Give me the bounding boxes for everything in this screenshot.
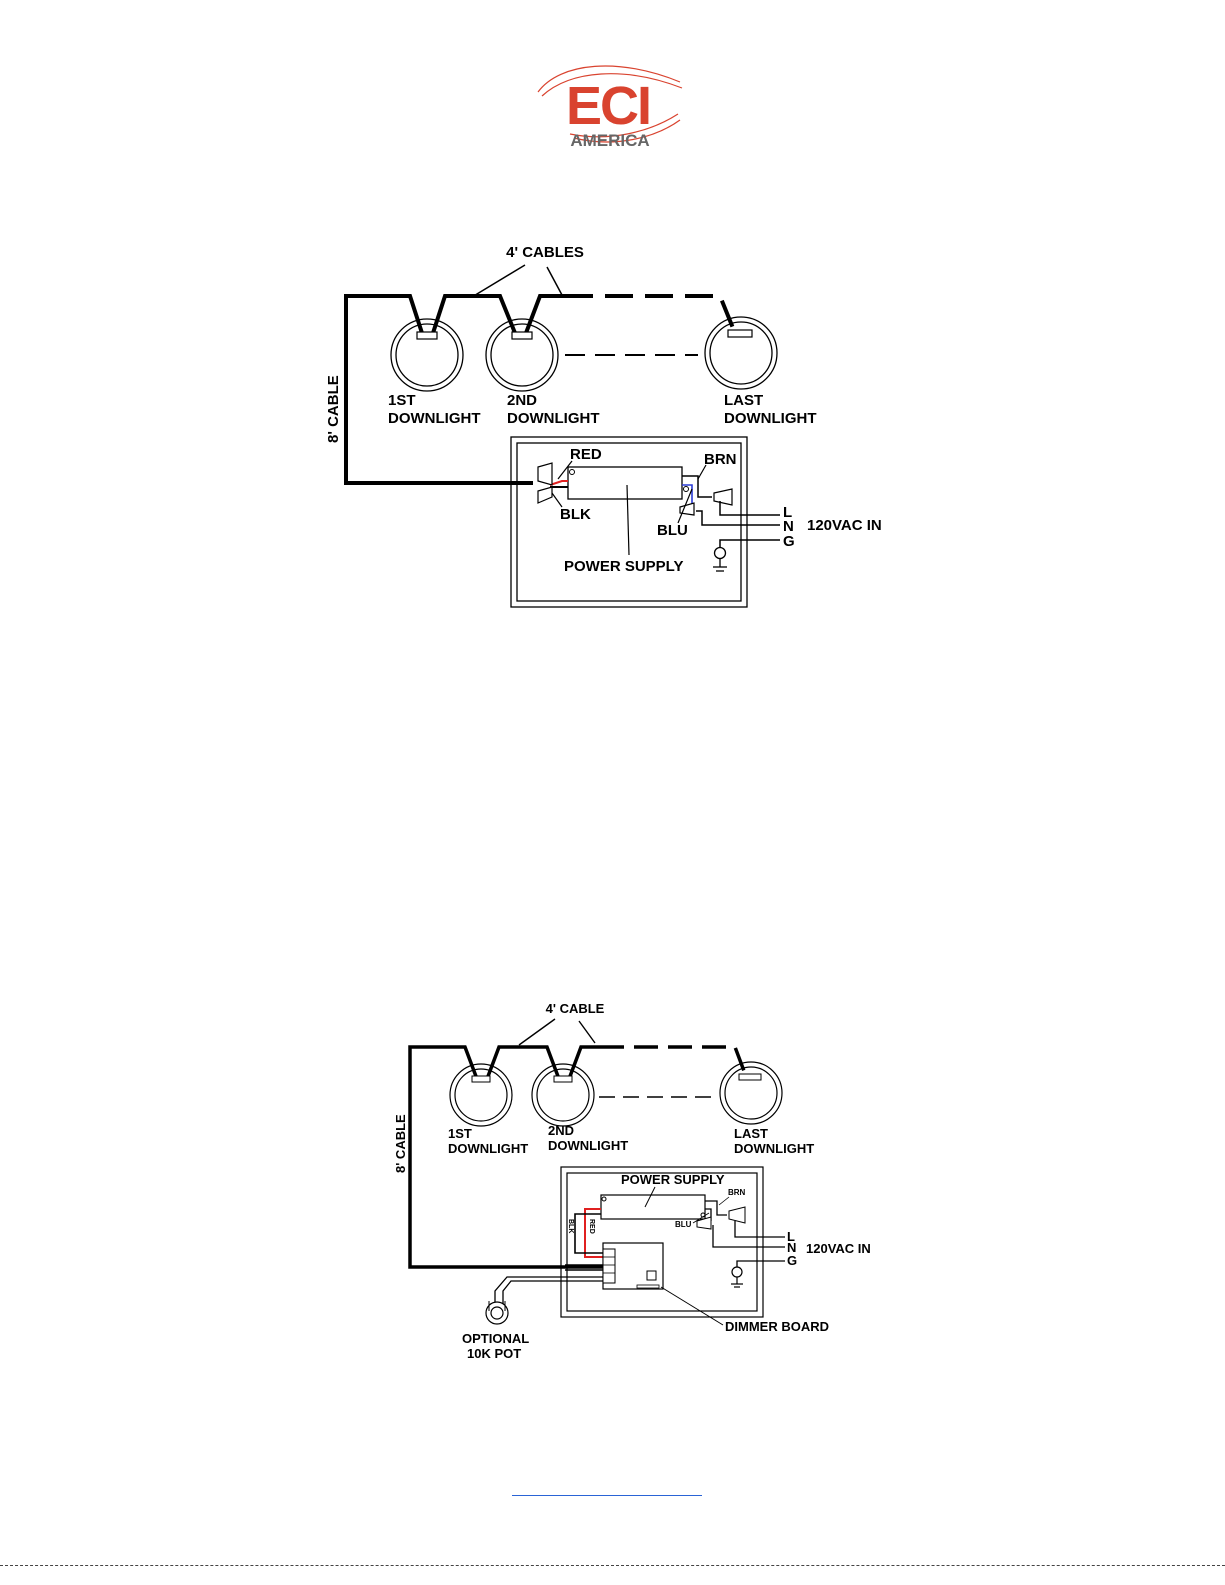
line-g xyxy=(737,1261,785,1267)
downlight-1 xyxy=(450,1064,512,1126)
cable-label: 4' CABLE xyxy=(546,1001,605,1016)
ground-symbol xyxy=(731,1267,743,1287)
terminal-g: G xyxy=(787,1253,797,1268)
line-n xyxy=(696,511,780,525)
pot-cable xyxy=(495,1277,603,1307)
footer-link-underline xyxy=(512,1495,702,1496)
downlight-last-label-1: LAST xyxy=(724,392,763,409)
downlight-1-label-1: 1ST xyxy=(448,1126,472,1141)
main-cable-label: 8' CABLE xyxy=(393,1114,408,1173)
cable-leader-1 xyxy=(519,1019,555,1045)
brn-leader xyxy=(698,465,706,479)
wiring-diagram-standard: 4' CABLES 1ST DOWNLIGHT 2ND DOWNLIGHT LA… xyxy=(300,235,900,620)
wire-nut-l xyxy=(729,1207,745,1223)
blu-label: BLU xyxy=(675,1220,692,1229)
brn-wire xyxy=(705,1201,727,1215)
footer-link[interactable] xyxy=(512,1480,702,1496)
power-supply-box xyxy=(601,1195,705,1219)
dimmer-board-leader xyxy=(661,1287,723,1325)
downlight-2-label-2: DOWNLIGHT xyxy=(548,1138,628,1153)
cables-leader-1 xyxy=(472,265,525,297)
blk-leader xyxy=(552,493,562,507)
downlight-1-label-2: DOWNLIGHT xyxy=(388,410,480,427)
downlight-2-label-1: 2ND xyxy=(548,1123,574,1138)
eci-america-logo: ECI AMERICA xyxy=(530,62,690,157)
line-n xyxy=(713,1225,785,1247)
logo-brand: ECI xyxy=(566,76,650,136)
brn-label: BRN xyxy=(728,1188,746,1197)
red-label: RED xyxy=(588,1219,595,1234)
wire-nut-l xyxy=(714,489,732,505)
downlight-2 xyxy=(532,1064,594,1126)
downlight-2-label-1: 2ND xyxy=(507,392,537,409)
main-cable-label: 8' CABLE xyxy=(325,375,342,443)
blu-label: BLU xyxy=(657,522,688,539)
brn-leader xyxy=(719,1197,729,1205)
wire-nut-bottom xyxy=(538,487,552,503)
red-wire xyxy=(550,481,568,485)
dimmer-terminal-block xyxy=(603,1249,615,1283)
blk-label: BLK xyxy=(567,1219,574,1233)
cable-2-last xyxy=(569,1047,600,1079)
downlight-last xyxy=(720,1062,782,1124)
wiring-diagram-dimmable: 4' CABLE 1ST DOWNLIGHT 2ND DOWNLIGHT LAS… xyxy=(375,995,895,1370)
dimmer-knob xyxy=(647,1271,656,1280)
downlight-1 xyxy=(391,319,463,391)
cable-leader-2 xyxy=(579,1021,595,1043)
brn-label: BRN xyxy=(704,451,737,468)
downlight-last-label-1: LAST xyxy=(734,1126,768,1141)
downlight-1-label-1: 1ST xyxy=(388,392,416,409)
pot-label-2: 10K POT xyxy=(467,1346,521,1361)
downlight-2-label-2: DOWNLIGHT xyxy=(507,410,599,427)
dimmer-pad xyxy=(637,1285,659,1288)
downlight-2 xyxy=(486,319,558,391)
page-bottom-rule xyxy=(0,1565,1225,1566)
cable-dashed xyxy=(565,296,735,333)
input-label: 120VAC IN xyxy=(806,1241,871,1256)
downlight-last-label-2: DOWNLIGHT xyxy=(734,1141,814,1156)
wire-nut-top xyxy=(538,463,552,485)
main-cable xyxy=(346,296,533,483)
blk-label: BLK xyxy=(560,506,591,523)
line-g xyxy=(720,540,780,547)
downlight-last-label-2: DOWNLIGHT xyxy=(724,410,816,427)
cable-1-2 xyxy=(433,296,515,333)
downlight-1-label-2: DOWNLIGHT xyxy=(448,1141,528,1156)
line-l xyxy=(735,1221,785,1237)
downlight-last xyxy=(705,317,777,389)
main-cable xyxy=(410,1047,603,1267)
red-label: RED xyxy=(570,446,602,463)
power-supply-label: POWER SUPPLY xyxy=(564,558,683,575)
dimmer-board-label: DIMMER BOARD xyxy=(725,1319,829,1334)
cable-dashed xyxy=(600,1047,747,1079)
cables-leader-2 xyxy=(547,267,562,295)
pot-label-1: OPTIONAL xyxy=(462,1331,529,1346)
power-supply-box xyxy=(568,467,682,499)
cables-label: 4' CABLES xyxy=(506,244,584,261)
pot-symbol xyxy=(486,1301,508,1324)
terminal-g: G xyxy=(783,533,795,550)
power-supply-label: POWER SUPPLY xyxy=(621,1172,725,1187)
ground-symbol xyxy=(713,548,727,572)
input-label: 120VAC IN xyxy=(807,517,882,534)
logo-sub: AMERICA xyxy=(570,131,649,150)
